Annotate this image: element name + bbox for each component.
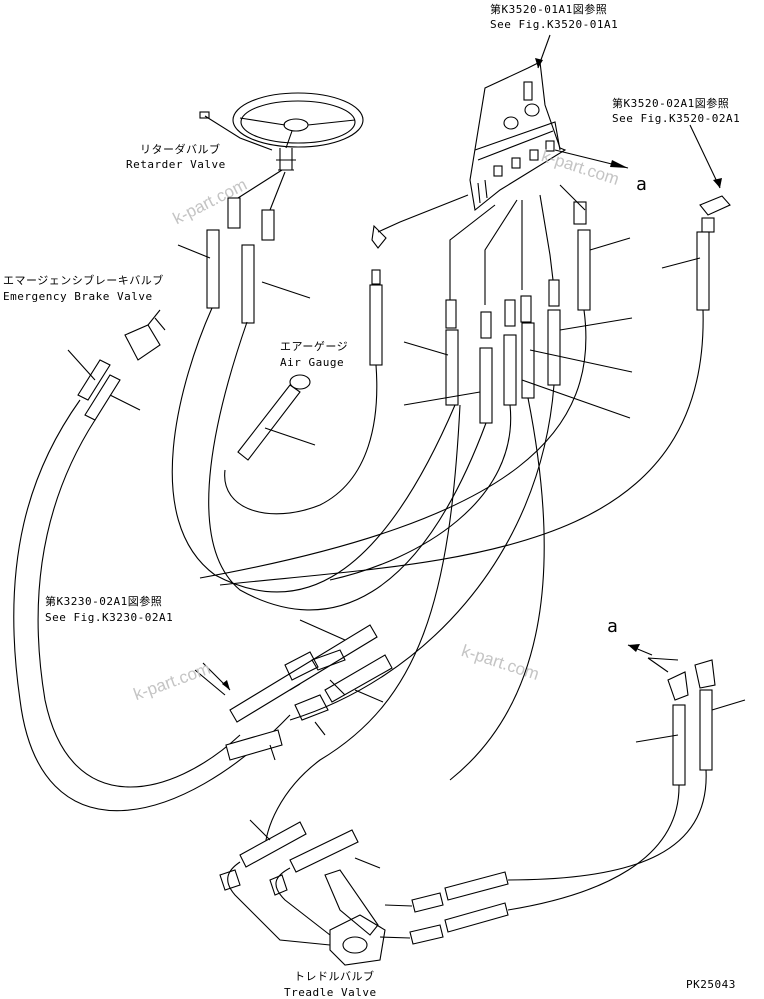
label-fig-k3520-01a1-en: See Fig.K3520-01A1 [490,18,619,31]
label-emergency-jp: エマージェンシブレーキバルブ [3,274,164,287]
label-fig-k3520-02a1-en: See Fig.K3520-02A1 [612,112,741,125]
ref-a-bottom: a [607,616,619,637]
label-retarder-en: Retarder Valve [126,158,226,171]
label-fig-k3230-02a1-en: See Fig.K3230-02A1 [45,611,174,624]
ref-a-top: a [636,174,648,195]
air-gauge [237,374,311,461]
label-treadle-jp: トレドルバルブ [294,970,375,983]
emergency-brake-valve [124,309,166,361]
manifold-bracket [469,61,567,212]
steering-wheel [199,92,364,171]
label-fig-k3520-02a1-jp: 第K3520-02A1図参照 [612,97,730,110]
label-treadle-en: Treadle Valve [284,986,377,999]
label-air-gauge-en: Air Gauge [280,356,345,369]
part-code: PK25043 [686,978,736,991]
label-air-gauge-jp: エアーゲージ [280,340,349,353]
label-fig-k3520-01a1-jp: 第K3520-01A1図参照 [490,3,608,16]
label-retarder-jp: リターダバルブ [140,143,221,156]
treadle-valve [324,869,386,966]
label-emergency-en: Emergency Brake Valve [3,290,153,303]
label-fig-k3230-02a1-jp: 第K3230-02A1図参照 [45,595,163,608]
